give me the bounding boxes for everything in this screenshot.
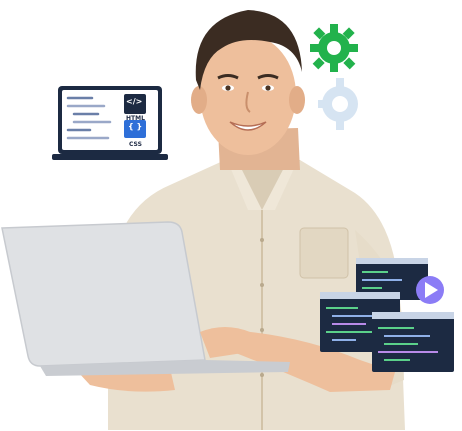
html-symbol: </> [126, 97, 143, 106]
css-symbol: { } [128, 122, 143, 131]
gears-illustration [310, 24, 358, 130]
gear-icon [310, 24, 358, 72]
laptop-code-icon [52, 86, 168, 160]
css-badge-label: CSS [129, 141, 142, 148]
gear-outline-icon [318, 78, 358, 130]
html-badge-label: HTML [126, 115, 145, 122]
code-window-icon [372, 312, 454, 372]
code-windows-illustration [320, 258, 454, 372]
code-window-icon [356, 258, 428, 300]
play-icon [416, 276, 444, 304]
code-lines [66, 96, 112, 140]
